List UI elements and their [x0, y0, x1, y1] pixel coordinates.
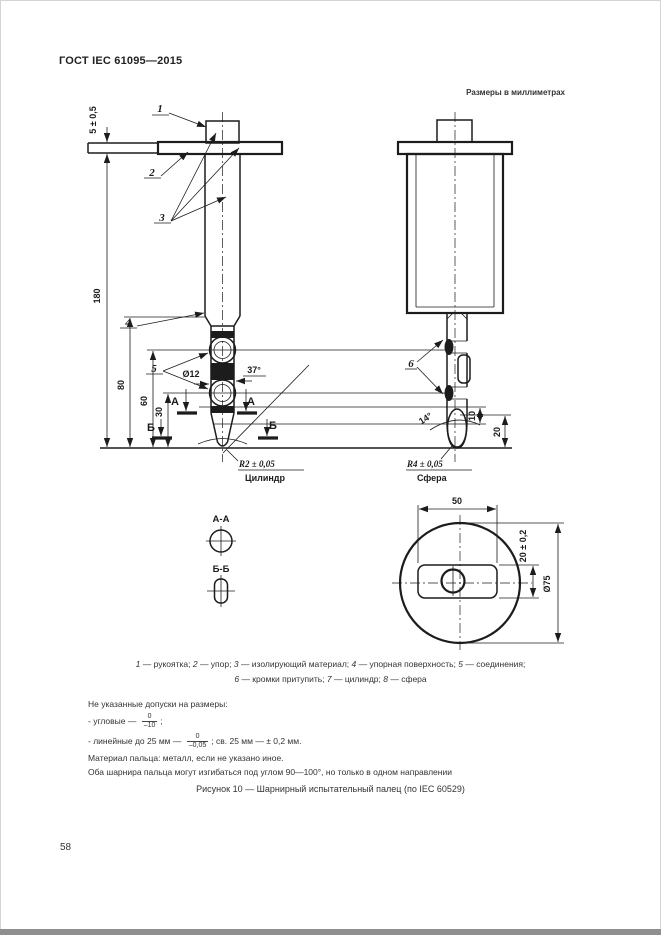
dim-20-tol: 20 ± 0,2 — [518, 530, 528, 562]
angular-fraction: 0–10 — [141, 713, 158, 729]
section-b-right: Б — [269, 420, 277, 432]
front-view — [87, 112, 310, 462]
r2-label: R2 ± 0,05 — [238, 459, 275, 469]
tolerances-title: Не указанные допуски на размеры: — [88, 699, 228, 709]
dim-diameter-12: Ø12 — [182, 369, 199, 379]
note-material: Материал пальца: металл, если не указано… — [88, 753, 284, 763]
section-b-left: Б — [147, 422, 155, 434]
joint-gap-1 — [444, 339, 454, 355]
angle-37: 37° — [247, 365, 261, 375]
stop-plate-thin — [87, 142, 158, 154]
slot — [417, 564, 498, 599]
tip-labels: R2 ± 0,05 Цилиндр R4 ± 0,05 Сфера — [226, 445, 472, 483]
angular-suffix: ; — [160, 715, 163, 726]
callout-1: 1 — [157, 103, 163, 115]
dimensions-left: 5 ± 0,5 180 80 60 30 Ø12 37° — [88, 106, 266, 447]
joint-gap-2 — [444, 385, 454, 401]
section-bb-shape — [213, 578, 229, 604]
section-views: А-А Б-Б — [206, 514, 236, 607]
r2-name: Цилиндр — [245, 473, 286, 483]
linear-fraction: 0–0,05 — [186, 733, 209, 749]
figure-caption: Рисунок 10 — Шарнирный испытательный пал… — [196, 784, 465, 794]
dim-180: 180 — [92, 288, 102, 303]
dim-80: 80 — [116, 380, 126, 390]
chamfer-37-line — [222, 364, 310, 454]
linear-suffix: ; св. 25 мм — ± 0,2 мм. — [211, 735, 302, 746]
tip-arc — [197, 438, 248, 445]
section-view-bb-title: Б-Б — [213, 564, 230, 575]
dim-10: 10 — [467, 411, 477, 421]
callout-2: 2 — [148, 167, 155, 179]
section-a-right: А — [247, 396, 255, 408]
page-number: 58 — [60, 842, 72, 853]
figure-legend: 1 — рукоятка; 2 — упор; 3 — изолирующий … — [135, 659, 526, 684]
band-2 — [211, 363, 234, 380]
link-plate — [457, 354, 471, 384]
note-hinge: Оба шарнира пальца могут изгибаться под … — [88, 767, 452, 777]
linear-prefix: - линейные до 25 мм — — [88, 735, 184, 746]
page-bottom-edge — [0, 929, 661, 935]
dim-30: 30 — [154, 407, 164, 417]
section-view-aa-title: А-А — [213, 514, 230, 525]
shoulder — [204, 315, 241, 327]
stop-plate — [156, 140, 284, 156]
sphere-tip — [446, 408, 468, 448]
body-side — [405, 152, 505, 315]
dim-5: 5 ± 0,5 — [88, 106, 98, 133]
shaft — [204, 154, 241, 316]
handle-knob-side — [436, 119, 473, 143]
section-a-left: А — [171, 396, 179, 408]
band-1 — [211, 331, 234, 338]
reference-lines — [100, 316, 512, 449]
angular-prefix: - угловые — — [88, 715, 139, 726]
section-marks: А А Б Б — [147, 389, 278, 440]
band-3 — [211, 406, 234, 413]
section-aa-shape — [209, 529, 233, 553]
side-view: 14° 6 10 20 — [396, 112, 514, 462]
page-header: ГОСТ IEC 61095—2015 — [59, 55, 183, 67]
callout-4: 4 — [124, 317, 131, 329]
arc-14 — [429, 419, 481, 431]
tip-cone — [210, 412, 235, 447]
callout-6: 6 — [408, 358, 414, 370]
dim-60: 60 — [139, 396, 149, 406]
note-linear: - линейные до 25 мм — 0–0,05; св. 25 мм … — [88, 733, 452, 750]
notes-block: Не указанные допуски на размеры: - углов… — [88, 699, 452, 781]
circular-view: 50 20 ± 0,2 Ø75 — [392, 496, 564, 650]
dim-20: 20 — [492, 427, 502, 437]
callout-5: 5 — [151, 363, 157, 375]
note-angular: - угловые — 0–10; — [88, 713, 452, 730]
dim-diameter-75: Ø75 — [542, 575, 552, 592]
dim-50: 50 — [452, 496, 462, 506]
callout-3: 3 — [158, 212, 165, 224]
r4-name: Сфера — [417, 473, 448, 483]
r4-label: R4 ± 0,05 — [406, 459, 443, 469]
callouts-left: 1 2 3 4 5 — [120, 103, 240, 390]
units-note: Размеры в миллиметрах — [466, 88, 565, 97]
